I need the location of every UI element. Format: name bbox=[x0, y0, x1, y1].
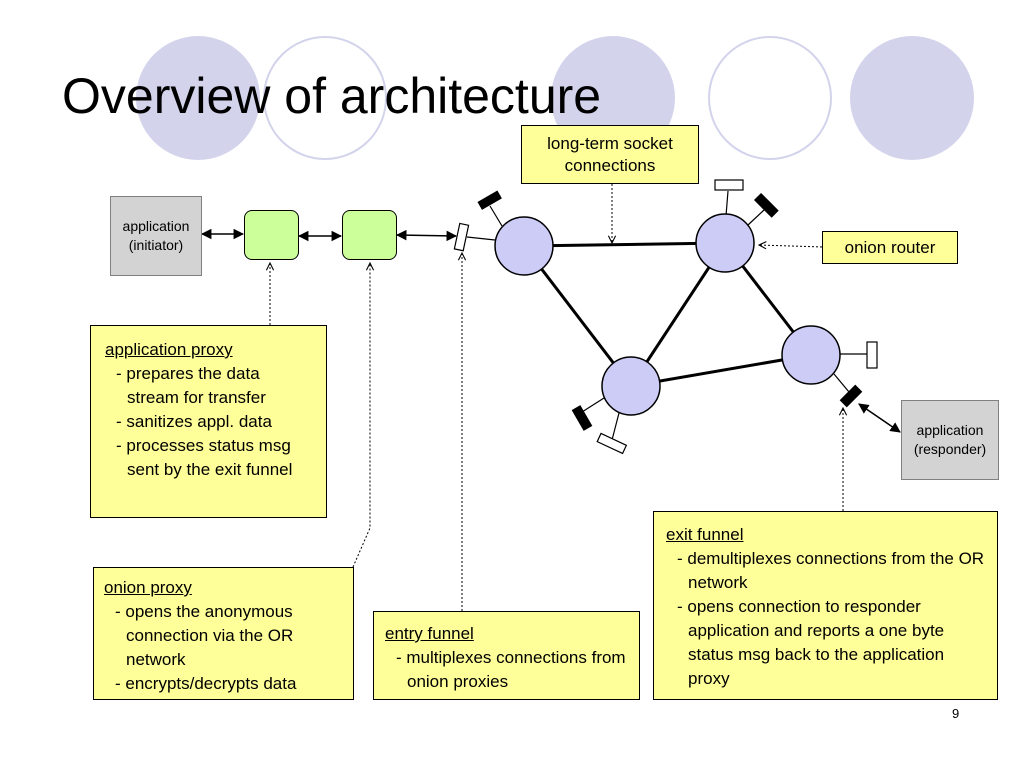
plug-r2-black bbox=[753, 192, 779, 218]
application-responder-line-2: (responder) bbox=[913, 441, 987, 457]
stub-r2-black bbox=[747, 209, 765, 226]
stub-r3-black bbox=[581, 397, 605, 413]
decor-circle-1 bbox=[136, 36, 260, 160]
application-initiator-line-2: (initiator) bbox=[128, 237, 184, 253]
stub-r2-white bbox=[725, 190, 729, 217]
exit-funnel-item-2: - opens connection to responder applicat… bbox=[677, 597, 945, 688]
application-responder-line-1: application bbox=[916, 422, 984, 438]
exit-funnel-plug bbox=[839, 384, 863, 408]
onion-proxy-heading: onion proxy bbox=[104, 578, 192, 597]
onion-router-label: onion router bbox=[844, 237, 936, 257]
onion-proxy-node bbox=[342, 210, 397, 260]
application-proxy-item-1: - prepares the data stream for transfer bbox=[116, 364, 266, 407]
onion-router-callout: onion router bbox=[822, 231, 958, 264]
stub-r1-black bbox=[489, 205, 503, 227]
exit-funnel-note: exit funnel - demultiplexes connections … bbox=[653, 511, 998, 700]
stub-r1-entry bbox=[466, 236, 496, 241]
onion-router-1 bbox=[494, 216, 554, 276]
page-number: 9 bbox=[952, 706, 960, 721]
onion-proxy-note: onion proxy - opens the anonymous connec… bbox=[93, 567, 354, 700]
arrow-exit-responder bbox=[858, 403, 901, 433]
arrow-onionproxy-entry bbox=[395, 229, 458, 242]
application-proxy-note: application proxy - prepares the data st… bbox=[90, 325, 327, 518]
long-term-socket-callout: long-term socket connections bbox=[521, 125, 699, 184]
entry-funnel-item-1: - multiplexes connections from onion pro… bbox=[396, 648, 626, 691]
onion-proxy-item-1: - opens the anonymous connection via the… bbox=[115, 602, 294, 669]
plug-r4-white bbox=[866, 341, 878, 369]
application-initiator-line-1: application bbox=[122, 218, 190, 234]
application-proxy-heading: application proxy bbox=[105, 340, 233, 359]
stub-r3-white bbox=[611, 412, 620, 441]
pointer-onion-proxy bbox=[352, 263, 370, 568]
decor-circle-5 bbox=[850, 36, 974, 160]
application-proxy-item-2: - sanitizes appl. data bbox=[116, 412, 272, 431]
onion-router-3 bbox=[601, 356, 661, 416]
exit-funnel-heading: exit funnel bbox=[666, 525, 744, 544]
application-proxy-node bbox=[244, 210, 299, 260]
onion-router-2 bbox=[695, 213, 755, 273]
plug-r1-black bbox=[477, 190, 502, 210]
pointer-onion-router bbox=[759, 245, 823, 247]
application-initiator: application (initiator) bbox=[110, 196, 202, 276]
long-term-socket-line-1: long-term socket bbox=[547, 133, 673, 153]
long-term-socket-line-2: connections bbox=[564, 155, 656, 175]
onion-proxy-item-2: - encrypts/decrypts data bbox=[115, 674, 297, 693]
application-responder: application (responder) bbox=[901, 400, 999, 480]
link-r3-r4 bbox=[630, 353, 812, 388]
exit-funnel-item-1: - demultiplexes connections from the OR … bbox=[677, 549, 985, 592]
plug-r3-white bbox=[596, 432, 628, 455]
entry-funnel-heading: entry funnel bbox=[385, 624, 474, 643]
application-proxy-item-3: - processes status msg sent by the exit … bbox=[116, 436, 293, 479]
decor-circle-2 bbox=[263, 36, 387, 160]
stub-r4-exit bbox=[833, 373, 850, 393]
link-r1-r2 bbox=[523, 241, 726, 248]
onion-router-4 bbox=[781, 325, 841, 385]
decor-circle-4 bbox=[708, 36, 832, 160]
plug-r3-black bbox=[571, 405, 593, 431]
entry-funnel-plug bbox=[453, 222, 470, 252]
slide-title: Overview of architecture bbox=[62, 68, 602, 124]
plug-r2-white bbox=[714, 179, 744, 191]
entry-funnel-note: entry funnel - multiplexes connections f… bbox=[373, 611, 640, 700]
